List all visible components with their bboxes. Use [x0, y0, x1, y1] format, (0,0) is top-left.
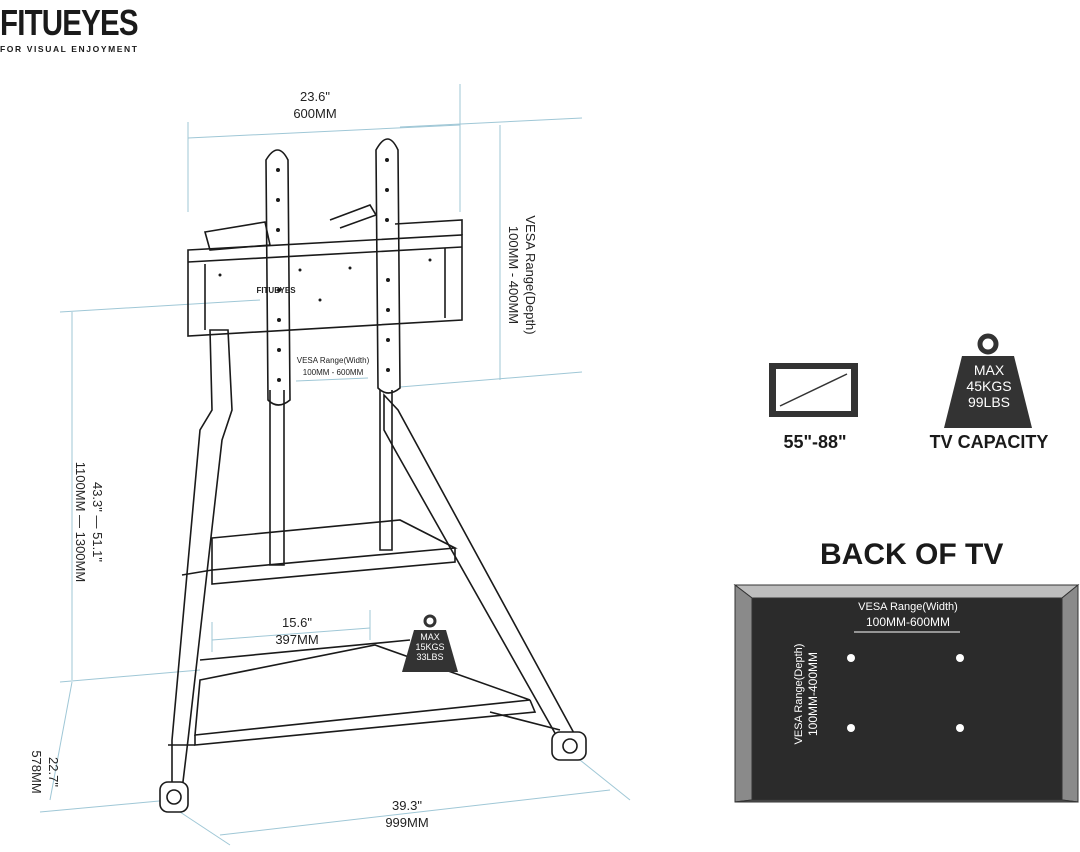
- shelf-weight-icon: [402, 614, 458, 672]
- base-width-mm: 999MM: [385, 815, 429, 830]
- shelf-weight-kgs: 15KGS: [415, 642, 445, 652]
- back-vesa-depth-value: 100MM-400MM: [806, 651, 820, 737]
- vesa-depth-label: VESA Range(Depth) 100MM - 400MM: [505, 175, 539, 375]
- tv-capacity-weight-text: MAX 45KGS 99LBS: [946, 362, 1032, 410]
- top-width-inches: 23.6": [300, 89, 330, 104]
- vesa-hole-top-right: [956, 654, 964, 662]
- back-vesa-depth-label: VESA Range(Depth) 100MM-400MM: [792, 634, 820, 754]
- brand-name-part1: FITU: [0, 2, 63, 43]
- tv-capacity-lbs: 99LBS: [967, 394, 1011, 410]
- tv-capacity-label: TV CAPACITY: [929, 432, 1049, 452]
- height-inches: 43.3" — 51.1": [90, 481, 105, 563]
- back-of-tv-panel: [733, 583, 1080, 803]
- vesa-depth-value: 100MM - 400MM: [506, 225, 521, 325]
- bracket-holes: [218, 158, 432, 382]
- shelf-width-inches: 15.6": [282, 615, 312, 630]
- vesa-width-label: VESA Range(Width) 100MM - 600MM: [288, 355, 378, 379]
- vesa-hole-bottom-left: [847, 724, 855, 732]
- vesa-width-value: 100MM - 600MM: [302, 368, 364, 377]
- tv-size-label: 55"-88": [783, 432, 847, 452]
- tv-capacity-kgs: 45KGS: [966, 378, 1012, 394]
- vesa-hole-top-left: [847, 654, 855, 662]
- wheels: [159, 731, 587, 813]
- vesa-width-title: VESA Range(Width): [296, 356, 370, 365]
- top-width-mm: 600MM: [293, 106, 337, 121]
- shelf-weight-max: MAX: [420, 632, 440, 642]
- shelf-width-mm: 397MM: [275, 632, 319, 647]
- shelf-weight-lbs: 33LBS: [416, 652, 444, 662]
- back-of-tv-title: BACK OF TV: [820, 538, 1004, 571]
- back-vesa-width-value: 100MM-600MM: [865, 615, 951, 629]
- vesa-depth-title: VESA Range(Depth): [523, 215, 538, 335]
- back-vesa-depth-title: VESA Range(Depth): [793, 643, 805, 745]
- depth-mm: 578MM: [29, 750, 44, 794]
- brand-tagline: FOR VISUAL ENJOYMENT: [0, 44, 139, 54]
- depth-label: 22.7" 578MM: [28, 732, 62, 812]
- brand-name-part2: EYES: [62, 2, 138, 43]
- shelf-width-label: 15.6" 397MM: [252, 614, 342, 648]
- back-vesa-width-label: VESA Range(Width) 100MM-600MM: [838, 600, 978, 630]
- dimension-lines: [39, 84, 631, 846]
- vesa-hole-bottom-right: [956, 724, 964, 732]
- back-vesa-width-title: VESA Range(Width): [858, 601, 958, 613]
- tv-capacity-max: MAX: [973, 362, 1005, 378]
- base-width-inches: 39.3": [392, 798, 422, 813]
- shelf-weight-text: MAX 15KGS 33LBS: [404, 632, 456, 662]
- tv-capacity-weight-icon: [944, 333, 1032, 428]
- base-width-label: 39.3" 999MM: [362, 797, 452, 831]
- depth-inches: 22.7": [46, 757, 61, 787]
- mount-logo: FITUEYES: [256, 286, 296, 295]
- brand-logo: FITUEYES: [0, 2, 139, 44]
- height-label: 43.3" — 51.1" 1100MM — 1300MM: [72, 412, 106, 632]
- top-width-label: 23.6" 600MM: [270, 88, 360, 122]
- tv-size-icon: [769, 363, 858, 417]
- height-mm: 1100MM — 1300MM: [73, 461, 88, 583]
